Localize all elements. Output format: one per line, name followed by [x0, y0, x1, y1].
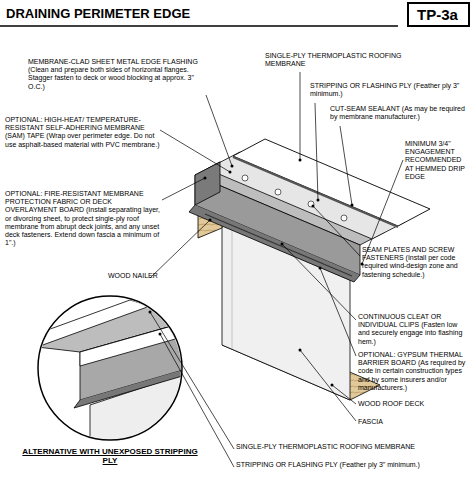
title: DRAINING PERIMETER EDGE	[6, 6, 190, 21]
callout-label: STRIPPING OR FLASHING PLY (Feather ply 3…	[310, 82, 460, 98]
callout-label: MINIMUM 3/4" ENGAGEMENT RECOMMENDED AT H…	[405, 140, 471, 181]
callout-label: OPTIONAL: FIRE-RESISTANT MEMBRANE PROTEC…	[5, 190, 160, 247]
callout-label: MEMBRANE-CLAD SHEET METAL EDGE FLASHING …	[28, 58, 206, 91]
sheet-number: TP-3a	[409, 4, 468, 25]
callout-label: WOOD ROOF DECK	[358, 400, 468, 408]
callout-label: SEAM PLATES AND SCREW FASTENERS (Install…	[362, 246, 470, 279]
callout-label: CUT-SEAM SEALANT (As may be required by …	[330, 105, 466, 121]
callout-label: WOOD NAILER	[108, 272, 178, 280]
sheet-number-box: TP-3a	[407, 2, 470, 27]
callout-label: SINGLE-PLY THERMOPLASTIC ROOFING MEMBRAN…	[236, 443, 471, 451]
inset-caption: ALTERNATIVE WITH UNEXPOSED STRIPPING PLY	[15, 447, 205, 466]
callout-label: CONTINUOUS CLEAT OR INDIVIDUAL CLIPS (Fa…	[358, 313, 470, 346]
callout-label: STRIPPING OR FLASHING PLY (Feather ply 3…	[236, 461, 471, 469]
callout-label: FASCIA	[358, 418, 418, 426]
callout-label: OPTIONAL: GYPSUM THERMAL BARRIER BOARD (…	[358, 351, 471, 392]
callout-label: SINGLE-PLY THERMOPLASTIC ROOFING MEMBRAN…	[265, 52, 405, 68]
callout-label: OPTIONAL: HIGH-HEAT/ TEMPERATURE-RESISTA…	[5, 116, 161, 149]
